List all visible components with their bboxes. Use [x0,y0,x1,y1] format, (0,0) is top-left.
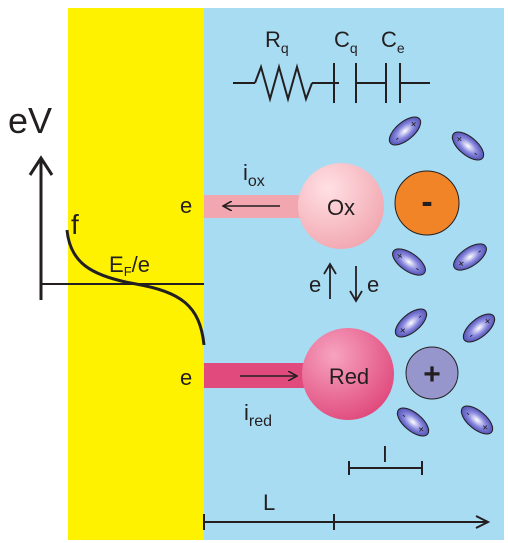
svg-text:-: - [415,311,426,323]
negative-ion-sign: - [421,183,432,221]
solvent-dipole: + - [451,131,485,161]
solvent-dipole: + - [396,407,430,437]
large-scale-arrow [203,514,491,530]
quantum-capacitor-label: Cq [334,27,358,56]
transfer-up-arrowhead [323,262,337,275]
large-scale-arrowhead [475,515,491,529]
large-scale-label: L [263,490,275,515]
resistor-label: Rq [265,27,289,56]
transfer-left-label: e [309,272,321,297]
svg-text:-: - [475,245,485,257]
red-sphere [302,328,394,420]
resistor-symbol [254,63,313,103]
solvent-dipole: + - [394,308,428,338]
solvent-dipoles: + - + - + - + - + - + - + [388,116,496,437]
positive-ion-sign: + [423,358,441,391]
solvent-dipole: + - [453,243,487,271]
svg-text:-: - [412,263,422,275]
ox-electron-label: e [180,193,192,218]
electron-transfer: e e [309,262,379,303]
energy-axis-arrowhead [28,155,54,176]
svg-text:-: - [466,330,477,342]
electrode-region [68,8,204,540]
positive-ion [405,346,459,400]
red-current-label: ired [244,400,272,430]
energy-axis-label: eV [8,100,52,141]
solvent-dipole: + - [462,313,496,343]
electrostatic-capacitor-label: Ce [381,27,405,56]
red-species-label: Red [329,364,369,389]
ox-current-label: iox [243,160,265,190]
solvent-dipole: + - [388,116,422,146]
energy-axis: eV [8,100,54,300]
equivalent-circuit [233,63,430,103]
transfer-right-label: e [367,272,379,297]
red-group: Red e ired + [180,328,459,430]
svg-text:-: - [392,133,403,145]
red-electron-label: e [180,365,192,390]
fermi-distribution: f EF/e [41,209,206,346]
solvent-dipole: + - [460,405,494,435]
transfer-down-arrowhead [349,290,363,303]
small-scale-bar [348,461,423,475]
svg-text:-: - [471,148,482,160]
fermi-level-label: EF/e [109,252,150,279]
ox-group: Ox e iox - [180,160,460,249]
ox-species-label: Ox [327,195,355,220]
fermi-f-label: f [71,209,79,240]
svg-text:-: - [399,410,410,422]
solvent-dipole: + - [392,248,426,276]
small-scale-label: l [383,442,388,467]
ox-sphere [298,163,384,249]
svg-text:-: - [463,408,474,420]
negative-ion [394,170,460,236]
electrolyte-region [204,8,504,540]
